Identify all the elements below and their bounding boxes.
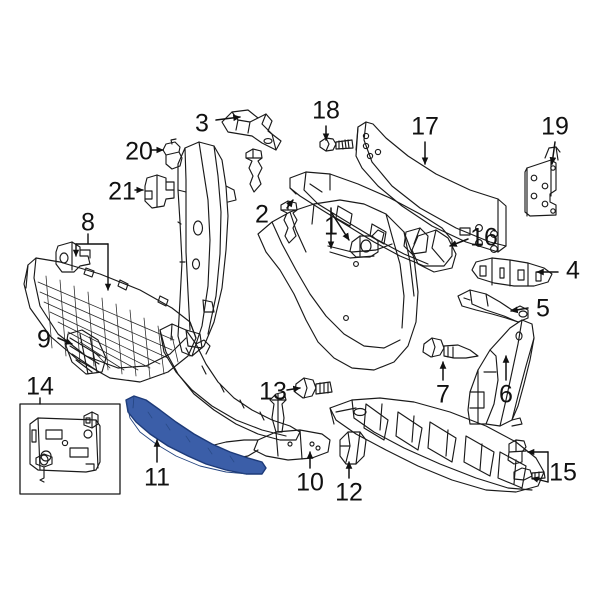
callout-15[interactable]: 15 [549,459,577,487]
part-20-clip-grommet [162,138,183,170]
callout-11[interactable]: 11 [144,464,170,492]
part-2-retainer-clip-lower [280,200,298,244]
part-fender-apron [177,141,237,357]
part-1-bumper-cover [257,199,419,371]
callout-13[interactable]: 13 [259,378,287,406]
callout-17[interactable]: 17 [411,113,439,141]
part-13-bolt-flange [294,377,333,399]
part-4-side-retainer-upper [471,257,553,287]
callout-4[interactable]: 4 [566,257,580,285]
part-9-grille-insert [65,329,107,375]
part-2-retainer-clip-upper [245,148,263,193]
callout-3[interactable]: 3 [195,110,209,138]
part-engine-undercover [329,397,545,493]
part-3-upper-bracket [221,109,282,151]
callout-8[interactable]: 8 [81,209,95,237]
callout-14[interactable]: 14 [26,373,54,401]
part-11-front-spoiler-air-dam [125,395,267,475]
callout-16[interactable]: 16 [470,224,498,252]
callout-6[interactable]: 6 [499,381,513,409]
callout-20[interactable]: 20 [125,138,153,166]
callout-10[interactable]: 10 [296,469,324,497]
callout-9[interactable]: 9 [37,326,51,354]
part-15-fastener-pin [507,439,527,465]
part-17-reinforcement-beam [355,121,507,253]
callout-18[interactable]: 18 [312,97,340,125]
part-18-bolt-hex-flange [319,137,354,152]
part-12-bracket-small [339,431,367,465]
part-14-license-bracket-box [19,403,121,495]
part-5-side-retainer-lower [457,289,529,323]
callout-2[interactable]: 2 [255,201,269,229]
part-19-mounting-bracket [524,146,561,217]
callout-1[interactable]: 1 [324,213,338,241]
callout-5[interactable]: 5 [536,295,550,323]
callout-numbers: 1 2 3 4 5 6 7 8 9 10 11 12 13 14 15 16 1… [26,97,580,507]
part-15-fastener-screw [513,467,546,481]
part-8-grille-clip [55,241,91,273]
part-16-impact-absorber [289,171,453,267]
callout-19[interactable]: 19 [541,113,569,141]
callout-21[interactable]: 21 [108,178,136,206]
part-7-push-pin-clip [422,337,479,359]
part-lower-valance [159,323,301,441]
callout-7[interactable]: 7 [436,381,450,409]
callout-12[interactable]: 12 [335,479,363,507]
part-21-sensor-retainer [144,174,175,209]
part-16-absorber-endcap [411,229,457,273]
part-6-side-support-bracket [467,319,535,427]
